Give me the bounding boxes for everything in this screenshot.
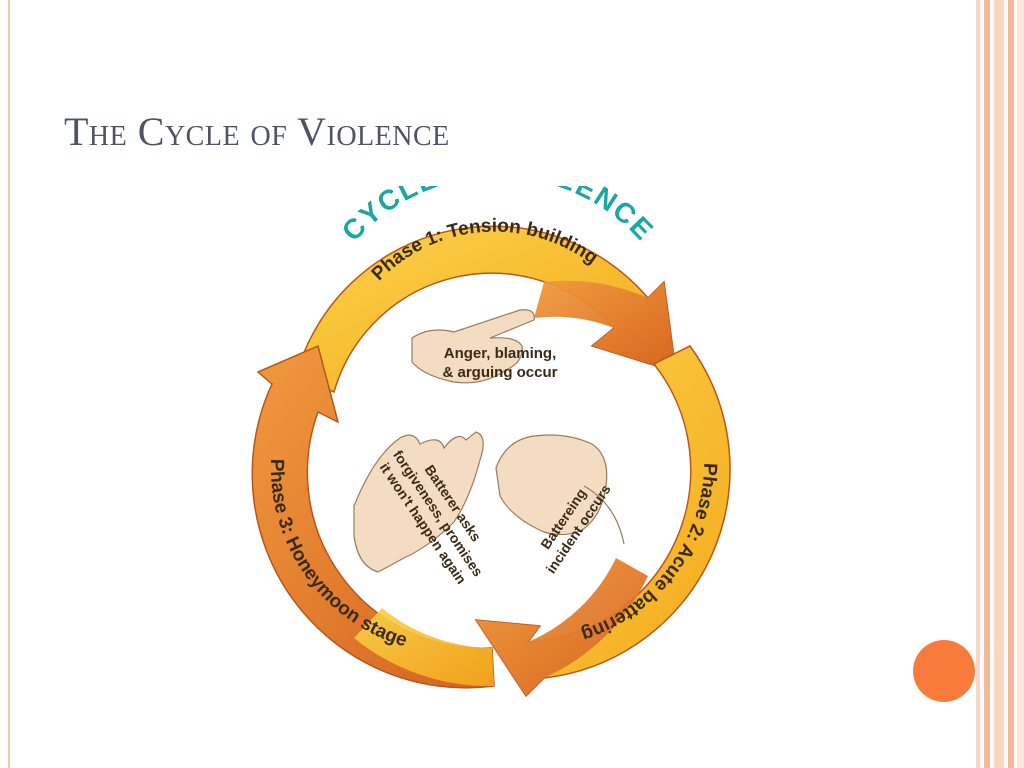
phase-1-description: Anger, blaming, & arguing occur <box>442 345 557 381</box>
svg-text:Anger, blaming,: Anger, blaming, <box>444 345 557 362</box>
accent-dot <box>913 640 975 702</box>
fist-illustration <box>495 434 625 545</box>
pointing-hand-illustration <box>411 309 535 384</box>
right-decor-stripe <box>994 0 1004 768</box>
slide-title: The Cycle of Violence <box>64 109 450 154</box>
right-decor-stripe <box>1017 0 1024 768</box>
right-decor-stripe <box>984 0 990 768</box>
phase-2-arrow <box>474 345 731 698</box>
right-decor-stripe <box>1008 0 1014 768</box>
phase-1-arrow <box>295 225 677 394</box>
inner-disc <box>328 318 648 638</box>
svg-text:& arguing occur: & arguing occur <box>442 364 557 381</box>
open-hand-illustration <box>353 431 484 573</box>
left-rule-line <box>8 0 10 768</box>
phase-3-arrow <box>251 344 495 689</box>
right-decor-stripe <box>976 0 980 768</box>
